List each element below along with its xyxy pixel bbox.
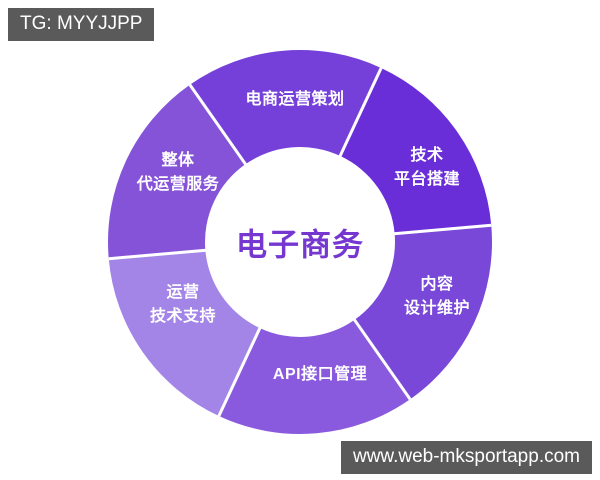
donut-segment-api-interface-management <box>218 319 411 435</box>
segment-divider <box>188 83 248 167</box>
segment-divider <box>217 325 263 417</box>
segment-divider <box>337 67 383 159</box>
segment-divider <box>108 248 208 261</box>
donut-segment-overall-agency-operation <box>107 84 246 259</box>
donut-segment-content-design-maintenance <box>354 225 493 400</box>
donut-segment-ecommerce-operation-planning <box>189 49 382 165</box>
telegram-watermark-badge: TG: MYYJJPP <box>8 8 155 41</box>
donut-segment-operation-tech-support <box>108 250 260 417</box>
segment-divider <box>392 223 492 236</box>
donut-segment-tech-platform-build <box>340 67 492 234</box>
segment-divider <box>352 317 412 401</box>
website-watermark-badge: www.web-mksportapp.com <box>340 441 592 474</box>
